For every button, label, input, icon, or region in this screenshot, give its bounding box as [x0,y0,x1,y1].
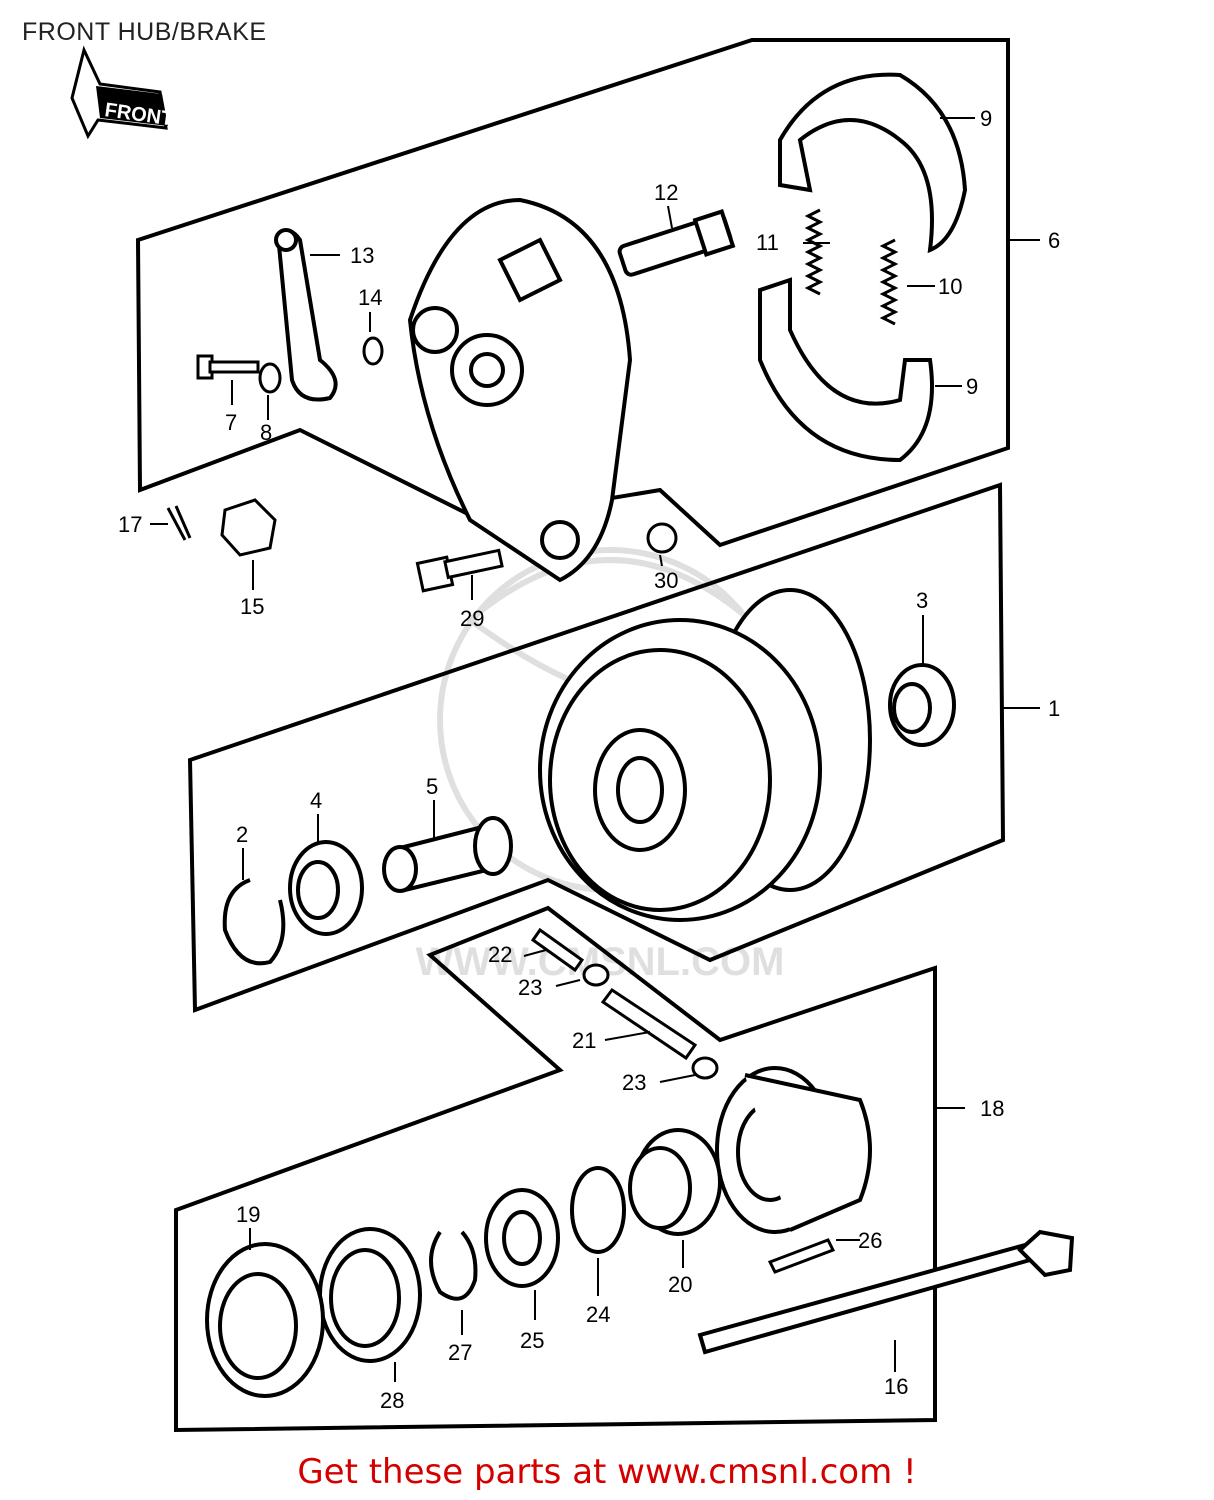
washer-14 [362,336,384,366]
callout-23-lower: 23 [622,1070,646,1095]
callout-4: 4 [310,788,322,813]
brake-cam [617,209,736,277]
callout-15: 15 [240,594,264,619]
callout-8: 8 [260,420,272,445]
washer-25 [484,1188,560,1288]
gear-housing-18 [715,1066,872,1234]
callout-26: 26 [858,1228,882,1253]
callout-18: 18 [980,1096,1004,1121]
oil-seal-28 [318,1227,422,1363]
bearing-3 [888,663,956,747]
spring-11 [804,208,824,296]
callout-10: 10 [938,274,962,299]
callout-11: 11 [756,230,779,255]
axle-nut-15 [220,498,277,557]
brake-shoe-upper [778,72,968,254]
section-outlines [135,38,1010,1433]
callout-5: 5 [426,774,438,799]
collar-19 [205,1242,325,1398]
brake-shoe-lower [758,277,934,463]
callout-29: 29 [460,606,484,631]
callout-9-lower: 9 [966,374,978,399]
nut-30 [646,522,678,554]
callout-30: 30 [654,568,678,593]
diagram-title: FRONT HUB/BRAKE [22,18,267,46]
callout-13: 13 [350,243,374,268]
circlip-27 [429,1230,478,1301]
brake-panel [407,197,633,583]
circlip-2 [222,878,286,966]
callout-27: 27 [448,1340,472,1365]
bearing-4 [288,840,364,936]
footer-promo: Get these parts at www.cmsnl.com ! [0,1452,1214,1492]
leader-lines [150,117,1040,1382]
brake-lever [274,228,338,402]
front-axle-16 [697,1229,1075,1355]
callout-9-upper: 9 [980,106,992,131]
spacer-5 [382,816,513,893]
callout-22: 22 [488,942,512,967]
callout-23-upper: 23 [518,975,542,1000]
callout-17: 17 [118,512,142,537]
callout-labels: 1 2 3 4 5 6 7 8 9 9 10 11 12 13 14 15 16… [118,106,1060,1413]
callout-21: 21 [572,1028,596,1053]
bolt-29 [415,548,504,593]
callout-6: 6 [1048,228,1060,253]
brake-panel-group-outline [135,38,1010,548]
callout-25: 25 [520,1328,544,1353]
spring-10 [879,238,899,326]
callout-7: 7 [225,410,237,435]
front-direction-icon: FRONT [70,45,175,140]
pin-26 [767,1238,836,1274]
washer-23-upper [582,963,610,987]
exploded-parts-diagram: WWW.CMSNL.COM FRONT [70,38,1075,1433]
callout-2: 2 [236,822,248,847]
drive-gear-20 [628,1128,722,1236]
hub-group-outline [187,482,1006,1013]
washer-23-lower [691,1056,719,1080]
retainer-24 [570,1166,626,1254]
speedometer-pinion-22 [530,927,585,973]
wheel-hub [538,588,872,922]
callout-1: 1 [1048,696,1060,721]
footer-link[interactable]: Get these parts at www.cmsnl.com ! [297,1452,917,1492]
callout-19: 19 [236,1202,260,1227]
washer-8 [258,362,282,394]
callout-3: 3 [916,588,928,613]
callout-28: 28 [380,1388,404,1413]
callout-20: 20 [668,1272,692,1297]
callout-14: 14 [358,285,382,310]
callout-24: 24 [586,1302,610,1327]
callout-12: 12 [654,180,678,205]
speedometer-gear-21 [600,987,698,1061]
drive-group-outline [174,905,937,1433]
callout-16: 16 [884,1374,908,1399]
bolt-7 [196,354,260,380]
front-badge-text: FRONT [103,99,174,130]
cotter-pin-17 [166,505,192,541]
